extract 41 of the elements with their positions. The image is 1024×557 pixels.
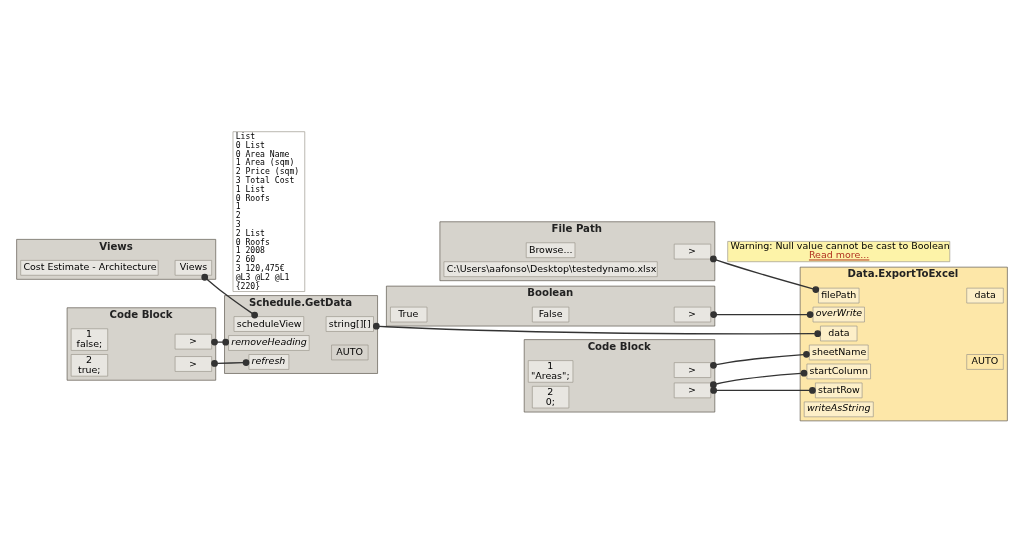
node-box: 1 "Areas"; — [527, 359, 574, 383]
node-box: sheetName — [808, 344, 869, 360]
node-box: Warning: Null value cannot be cast to Boolean Read more... — [727, 240, 951, 262]
node-box: removeHeading — [228, 334, 310, 351]
connector — [211, 338, 230, 346]
node-box: scheduleView — [233, 315, 305, 332]
connector — [710, 369, 808, 388]
node-box: 2 0; — [532, 385, 570, 408]
node-box: > — [174, 355, 212, 372]
node-box: string[][] — [325, 315, 374, 332]
node-box: > — [673, 306, 712, 322]
node-box: C:\Users\aafonso\Desktop\testedynamo.xlsx — [443, 260, 658, 277]
connector — [201, 273, 258, 318]
node-box: 2 true; — [70, 353, 109, 376]
connector — [211, 358, 250, 367]
node-box: > — [673, 382, 712, 398]
node-box: data — [966, 287, 1004, 303]
node-box: List 0 List 0 Area Name 1 Area (sqm) 2 Price (sqm) 3 Total Cost 1 List 0 Roofs 1 2 3 2 List 0 Roofs 1 2008 2 60 3 120,475€ @L3 @L2 @L1 {220} — [232, 130, 306, 292]
node-box: startRow — [815, 382, 863, 398]
node-box: Browse... — [525, 241, 576, 258]
node-box: Views — [174, 259, 212, 276]
node-box: writeAsString — [803, 401, 874, 417]
node-box: AUTO — [331, 344, 369, 360]
node-box: AUTO — [966, 353, 1004, 370]
node-box: > — [673, 243, 712, 259]
node-box: startColumn — [806, 363, 871, 379]
node-box: False — [532, 306, 570, 322]
node-box: > — [174, 333, 212, 349]
node-box: True — [390, 306, 428, 322]
node-box: filePath — [818, 287, 860, 303]
node-box: data — [820, 325, 858, 341]
node-box: 1 false; — [70, 327, 109, 351]
node-box: > — [673, 361, 712, 378]
node-box: overWrite — [812, 306, 865, 322]
connector — [710, 386, 816, 394]
connector — [372, 322, 822, 337]
connector — [710, 255, 820, 293]
connector — [710, 310, 814, 318]
connector — [710, 350, 810, 369]
node-box: refresh — [248, 353, 290, 370]
node-box: Cost Estimate - Architecture — [20, 259, 159, 276]
